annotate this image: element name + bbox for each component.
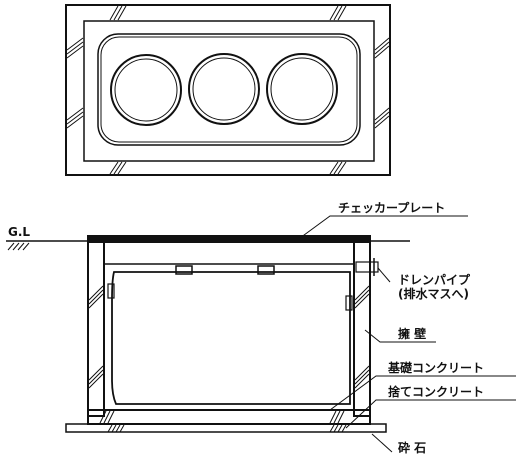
label-leveling-concrete: 捨てコンクリート	[388, 384, 484, 399]
checker-plate	[87, 235, 371, 243]
tank-hatch-1	[175, 265, 193, 275]
tank-bracket-right	[345, 295, 353, 311]
leader-foundation	[329, 375, 516, 411]
leader-checker-plate	[299, 215, 468, 239]
section-left-wall	[87, 241, 105, 417]
label-foundation-concrete: 基礎コンクリート	[387, 360, 484, 375]
tank-hatch-2	[257, 265, 275, 275]
leader-crushed-stone	[371, 433, 393, 453]
leader-leveling	[345, 399, 516, 429]
label-checker-plate: チェッカープレート	[338, 200, 445, 215]
tank-body	[111, 271, 351, 405]
tank-bracket-left	[107, 283, 115, 299]
plan-tank-inner-outline	[100, 36, 358, 143]
section-view	[6, 235, 410, 433]
plan-tank-outline	[97, 33, 361, 146]
manhole-circle-3-inner	[270, 57, 334, 121]
ground-hatch	[7, 242, 30, 251]
manhole-circle-2-inner	[192, 57, 256, 121]
label-ground-level: G.L	[8, 225, 30, 239]
drain-pipe	[355, 261, 379, 273]
leader-lines	[299, 215, 516, 453]
plan-view	[65, 4, 391, 176]
plan-wall-hatching	[66, 5, 390, 175]
leader-drain-pipe	[377, 267, 391, 283]
label-retaining-wall: 擁 壁	[398, 326, 426, 341]
section-right-wall	[353, 241, 371, 417]
foundation-slab	[87, 409, 371, 425]
leader-retaining-wall	[364, 329, 436, 343]
label-drain-pipe: ドレンパイプ	[398, 272, 471, 287]
plan-inner-wall	[83, 20, 375, 162]
manhole-circle-1	[110, 54, 182, 126]
leveling-concrete-slab	[65, 423, 387, 433]
manhole-circle-1-inner	[114, 58, 178, 122]
label-drain-pipe-note: (排水マスへ)	[398, 286, 469, 301]
label-crushed-stone: 砕 石	[397, 440, 426, 455]
manhole-circle-3	[266, 53, 338, 125]
plan-outer-wall	[65, 4, 391, 176]
section-wall-hatching	[88, 285, 370, 433]
manhole-circle-2	[188, 53, 260, 125]
